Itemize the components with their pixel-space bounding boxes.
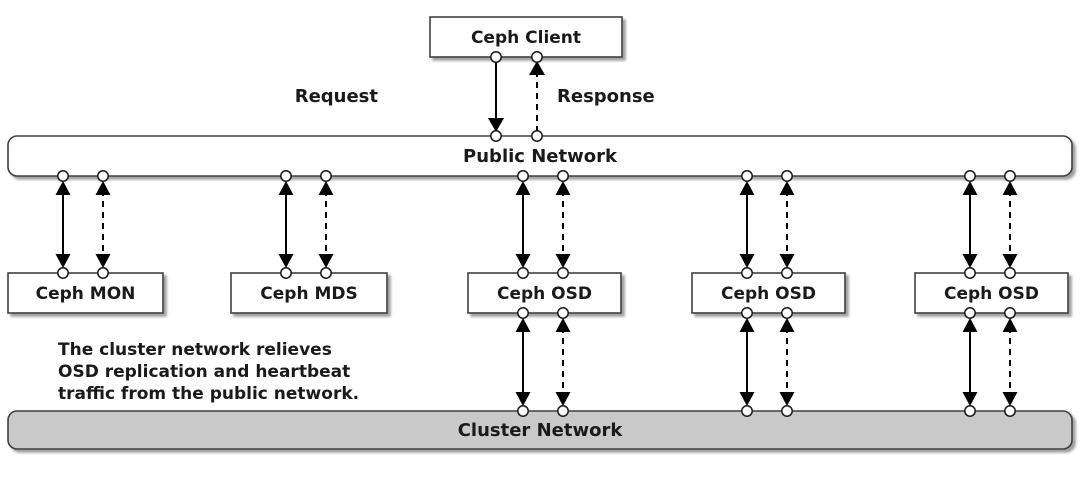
- ceph-osd-3-cluster-link-1-arrowhead-up: [1002, 318, 1018, 332]
- ceph-osd-3-port-bottom-1: [1004, 307, 1016, 319]
- public-network-label: Public Network: [463, 146, 618, 167]
- ceph-mds-public-link-0-arrowhead-up: [278, 181, 294, 195]
- ceph-osd-2-port-top-1: [781, 267, 793, 279]
- ceph-osd-1-public-link-1-arrowhead-up: [555, 181, 571, 195]
- ceph-osd-3-port-top-0: [964, 267, 976, 279]
- ceph-osd-1-port-bottom-1: [557, 307, 569, 319]
- ceph-mon-label: Ceph MON: [36, 284, 136, 304]
- ceph-mds-box[interactable]: [230, 272, 388, 314]
- ceph-osd-1-label: Ceph OSD: [497, 284, 592, 304]
- cluster-network-port-0: [517, 405, 529, 417]
- ceph-mon-public-link-0-arrowhead-down: [55, 254, 71, 268]
- cluster-note-line-0: The cluster network relieves: [58, 340, 332, 360]
- ceph-mds-public-link-0-arrowhead-down: [278, 254, 294, 268]
- ceph-mds-public-link-1-arrowhead-down: [318, 254, 334, 268]
- cluster-network-port-2: [741, 405, 753, 417]
- ceph-mon-public-link-0-arrowhead-up: [55, 181, 71, 195]
- ceph-osd-2-port-bottom-1: [781, 307, 793, 319]
- ceph-osd-3-port-bottom-0: [964, 307, 976, 319]
- cluster-network-port-1: [557, 405, 569, 417]
- ceph-mon-public-link-1-arrowhead-up: [95, 181, 111, 195]
- cluster-note-line-2: traffic from the public network.: [58, 384, 359, 404]
- ceph-client-box[interactable]: [429, 16, 623, 58]
- ceph-osd-1-port-top-0: [517, 267, 529, 279]
- ceph-osd-3-cluster-link-0-arrowhead-down: [962, 392, 978, 406]
- cluster-network-bar[interactable]: [7, 410, 1073, 450]
- public-network-port-bottom-6: [741, 170, 753, 182]
- node-layer: [7, 16, 1073, 450]
- cluster-note-line-1: OSD replication and heartbeat: [58, 362, 350, 382]
- ceph-osd-3-cluster-link-1-arrowhead-down: [1002, 392, 1018, 406]
- ceph-osd-2-cluster-link-0-arrowhead-up: [739, 318, 755, 332]
- ceph-client-port-0: [490, 51, 502, 63]
- ceph-osd-2-cluster-link-1-arrowhead-down: [779, 392, 795, 406]
- ceph-osd-1-port-top-1: [557, 267, 569, 279]
- ceph-osd-3-box[interactable]: [914, 272, 1069, 314]
- ceph-mon-public-link-1-arrowhead-down: [95, 254, 111, 268]
- public-network-port-bottom-0: [57, 170, 69, 182]
- ceph-mds-label: Ceph MDS: [260, 284, 357, 304]
- ceph-osd-2-public-link-1-arrowhead-up: [779, 181, 795, 195]
- ceph-osd-3-label: Ceph OSD: [944, 284, 1039, 304]
- ceph-osd-2-label: Ceph OSD: [721, 284, 816, 304]
- ceph-osd-1-port-bottom-0: [517, 307, 529, 319]
- ceph-osd-2-public-link-1-arrowhead-down: [779, 254, 795, 268]
- ceph-osd-2-cluster-link-1-arrowhead-up: [779, 318, 795, 332]
- cluster-network-port-3: [781, 405, 793, 417]
- ceph-osd-1-cluster-link-0-arrowhead-up: [515, 318, 531, 332]
- ceph-osd-1-public-link-1-arrowhead-down: [555, 254, 571, 268]
- ceph-osd-1-cluster-link-0-arrowhead-down: [515, 392, 531, 406]
- ceph-osd-3-port-top-1: [1004, 267, 1016, 279]
- ceph-osd-2-public-link-0-arrowhead-up: [739, 181, 755, 195]
- ceph-osd-1-box[interactable]: [467, 272, 622, 314]
- ceph-osd-2-port-bottom-0: [741, 307, 753, 319]
- ceph-osd-2-cluster-link-0-arrowhead-down: [739, 392, 755, 406]
- public-network-port-bottom-9: [1004, 170, 1016, 182]
- cluster-network-port-4: [964, 405, 976, 417]
- request-arrow-arrowhead: [488, 118, 504, 132]
- ceph-osd-3-public-link-0-arrowhead-up: [962, 181, 978, 195]
- cluster-network-label: Cluster Network: [458, 420, 624, 441]
- ceph-mon-port-top-1: [97, 267, 109, 279]
- ceph-osd-2-port-top-0: [741, 267, 753, 279]
- ceph-mds-public-link-1-arrowhead-up: [318, 181, 334, 195]
- ceph-osd-2-public-link-0-arrowhead-down: [739, 254, 755, 268]
- public-network-port-top-0: [490, 130, 502, 142]
- public-network-port-bottom-4: [517, 170, 529, 182]
- ceph-osd-2-box[interactable]: [691, 272, 846, 314]
- port-layer: [57, 51, 1016, 417]
- ceph-osd-3-public-link-1-arrowhead-down: [1002, 254, 1018, 268]
- ceph-client-port-1: [531, 51, 543, 63]
- request-label: Request: [295, 86, 379, 107]
- ceph-client-label: Ceph Client: [471, 28, 581, 48]
- ceph-osd-3-cluster-link-0-arrowhead-up: [962, 318, 978, 332]
- ceph-osd-1-public-link-0-arrowhead-up: [515, 181, 531, 195]
- ceph-osd-1-public-link-0-arrowhead-down: [515, 254, 531, 268]
- ceph-osd-3-public-link-1-arrowhead-up: [1002, 181, 1018, 195]
- ceph-osd-1-cluster-link-1-arrowhead-up: [555, 318, 571, 332]
- response-arrow-arrowhead: [529, 61, 545, 75]
- public-network-port-bottom-1: [97, 170, 109, 182]
- public-network-port-bottom-2: [280, 170, 292, 182]
- response-label: Response: [557, 86, 655, 107]
- public-network-port-top-1: [531, 130, 543, 142]
- public-network-port-bottom-8: [964, 170, 976, 182]
- ceph-mds-port-top-0: [280, 267, 292, 279]
- public-network-port-bottom-5: [557, 170, 569, 182]
- connector-layer: [55, 61, 1018, 406]
- cluster-network-port-5: [1004, 405, 1016, 417]
- public-network-port-bottom-7: [781, 170, 793, 182]
- ceph-mon-port-top-0: [57, 267, 69, 279]
- ceph-osd-1-cluster-link-1-arrowhead-down: [555, 392, 571, 406]
- ceph-mon-box[interactable]: [7, 272, 164, 314]
- ceph-mds-port-top-1: [320, 267, 332, 279]
- public-network-port-bottom-3: [320, 170, 332, 182]
- ceph-osd-3-public-link-0-arrowhead-down: [962, 254, 978, 268]
